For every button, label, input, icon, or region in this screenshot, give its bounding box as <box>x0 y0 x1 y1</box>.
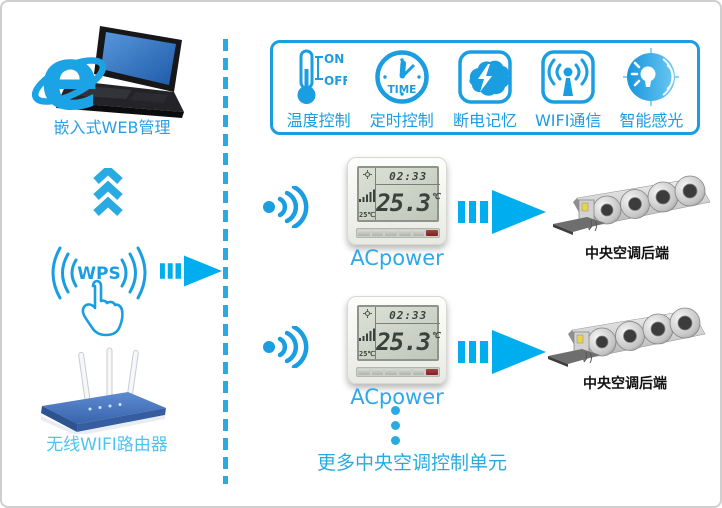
thermostat-button <box>399 230 411 236</box>
pointing-hand-icon <box>81 279 124 337</box>
signal-bars-icon <box>359 189 376 202</box>
timer-clock-icon: TIME <box>375 50 429 104</box>
thermostat-button <box>412 230 425 236</box>
setpoint-temp: 25℃ <box>359 211 376 219</box>
signal-bars-icon <box>359 328 376 341</box>
arrow-right-icon <box>458 330 546 374</box>
lcd-time: 02:33 <box>376 307 441 324</box>
laptop-with-ie-logo: e <box>32 26 184 122</box>
feature-label: 温度控制 <box>286 111 351 130</box>
feature-power-memory: 断电记忆 <box>443 48 526 130</box>
thermostat-lcd: 25℃ 02:33 25.3℃ <box>357 166 441 222</box>
thermostat-button <box>385 230 398 236</box>
svg-text:OFF: OFF <box>324 74 347 88</box>
thermostat-button <box>399 369 411 375</box>
internet-explorer-icon: e <box>32 27 107 122</box>
thermometer-on-off-icon: ON OFF <box>297 49 347 104</box>
feature-temperature-control: ON OFF 温度控制 <box>277 48 360 130</box>
thermostat-button <box>358 230 370 236</box>
wifi-signal-icon <box>263 326 309 368</box>
thermostat-button <box>358 369 370 375</box>
acpower-label: ACpower <box>350 246 444 270</box>
web-management-label: 嵌入式WEB管理 <box>53 118 171 137</box>
thermostat-button <box>371 230 384 236</box>
light-sensor-icon <box>623 48 680 106</box>
thermostat-button <box>412 369 425 375</box>
more-units-label: 更多中央空调控制单元 <box>316 452 507 474</box>
router-label: 无线WIFI路由器 <box>46 435 168 455</box>
feature-light-sensor: 智能感光 <box>610 48 693 130</box>
wps-label: WPS <box>77 264 120 284</box>
wifi-signal-icon <box>263 186 309 228</box>
wifi-antenna-icon <box>541 50 595 104</box>
lcd-time: 02:33 <box>376 168 441 185</box>
thermostat-buttons <box>356 367 440 377</box>
thermostat-power-button <box>426 369 439 375</box>
fan-coil-label: 中央空调后端 <box>583 376 667 392</box>
thermostat-device: 25℃ 02:33 25.3℃ <box>347 296 447 384</box>
memory-brain-icon <box>458 50 512 104</box>
thermostat-power-button <box>426 230 439 236</box>
lcd-temperature: 25.3℃ <box>376 327 441 356</box>
setpoint-temp: 25℃ <box>359 350 376 358</box>
feature-wifi-communication: WIFI通信 <box>527 48 610 130</box>
chevrons-up-icon <box>93 168 123 216</box>
thermostat-button <box>371 369 384 375</box>
thermostat-buttons <box>356 228 440 238</box>
wifi-router-icon <box>41 347 166 434</box>
svg-text:TIME: TIME <box>387 84 416 96</box>
wps-hand-icon: WPS <box>51 246 147 337</box>
svg-text:ON: ON <box>324 52 344 66</box>
sun-icon <box>362 170 372 179</box>
fan-coil-unit <box>548 307 706 367</box>
arrow-right-icon <box>160 255 222 287</box>
feature-label: 断电记忆 <box>453 111 518 130</box>
thermostat-button <box>385 369 398 375</box>
feature-timer-control: TIME 定时控制 <box>360 48 443 130</box>
lcd-temperature: 25.3℃ <box>376 188 441 217</box>
ellipsis-dots <box>391 406 400 445</box>
dashed-divider <box>223 39 228 484</box>
feature-label: 智能感光 <box>619 111 684 130</box>
sun-icon <box>362 309 372 318</box>
fan-coil-label: 中央空调后端 <box>585 246 669 262</box>
feature-label: WIFI通信 <box>534 111 602 130</box>
arrow-right-icon <box>458 190 546 234</box>
thermostat-device: 25℃ 02:33 25.3℃ <box>347 157 447 245</box>
acpower-label: ACpower <box>350 385 444 409</box>
fan-coil-unit <box>553 175 711 235</box>
feature-label: 定时控制 <box>369 111 434 130</box>
thermostat-lcd: 25℃ 02:33 25.3℃ <box>357 305 441 361</box>
feature-box: ON OFF 温度控制 TIME 定时控制 <box>270 40 700 135</box>
